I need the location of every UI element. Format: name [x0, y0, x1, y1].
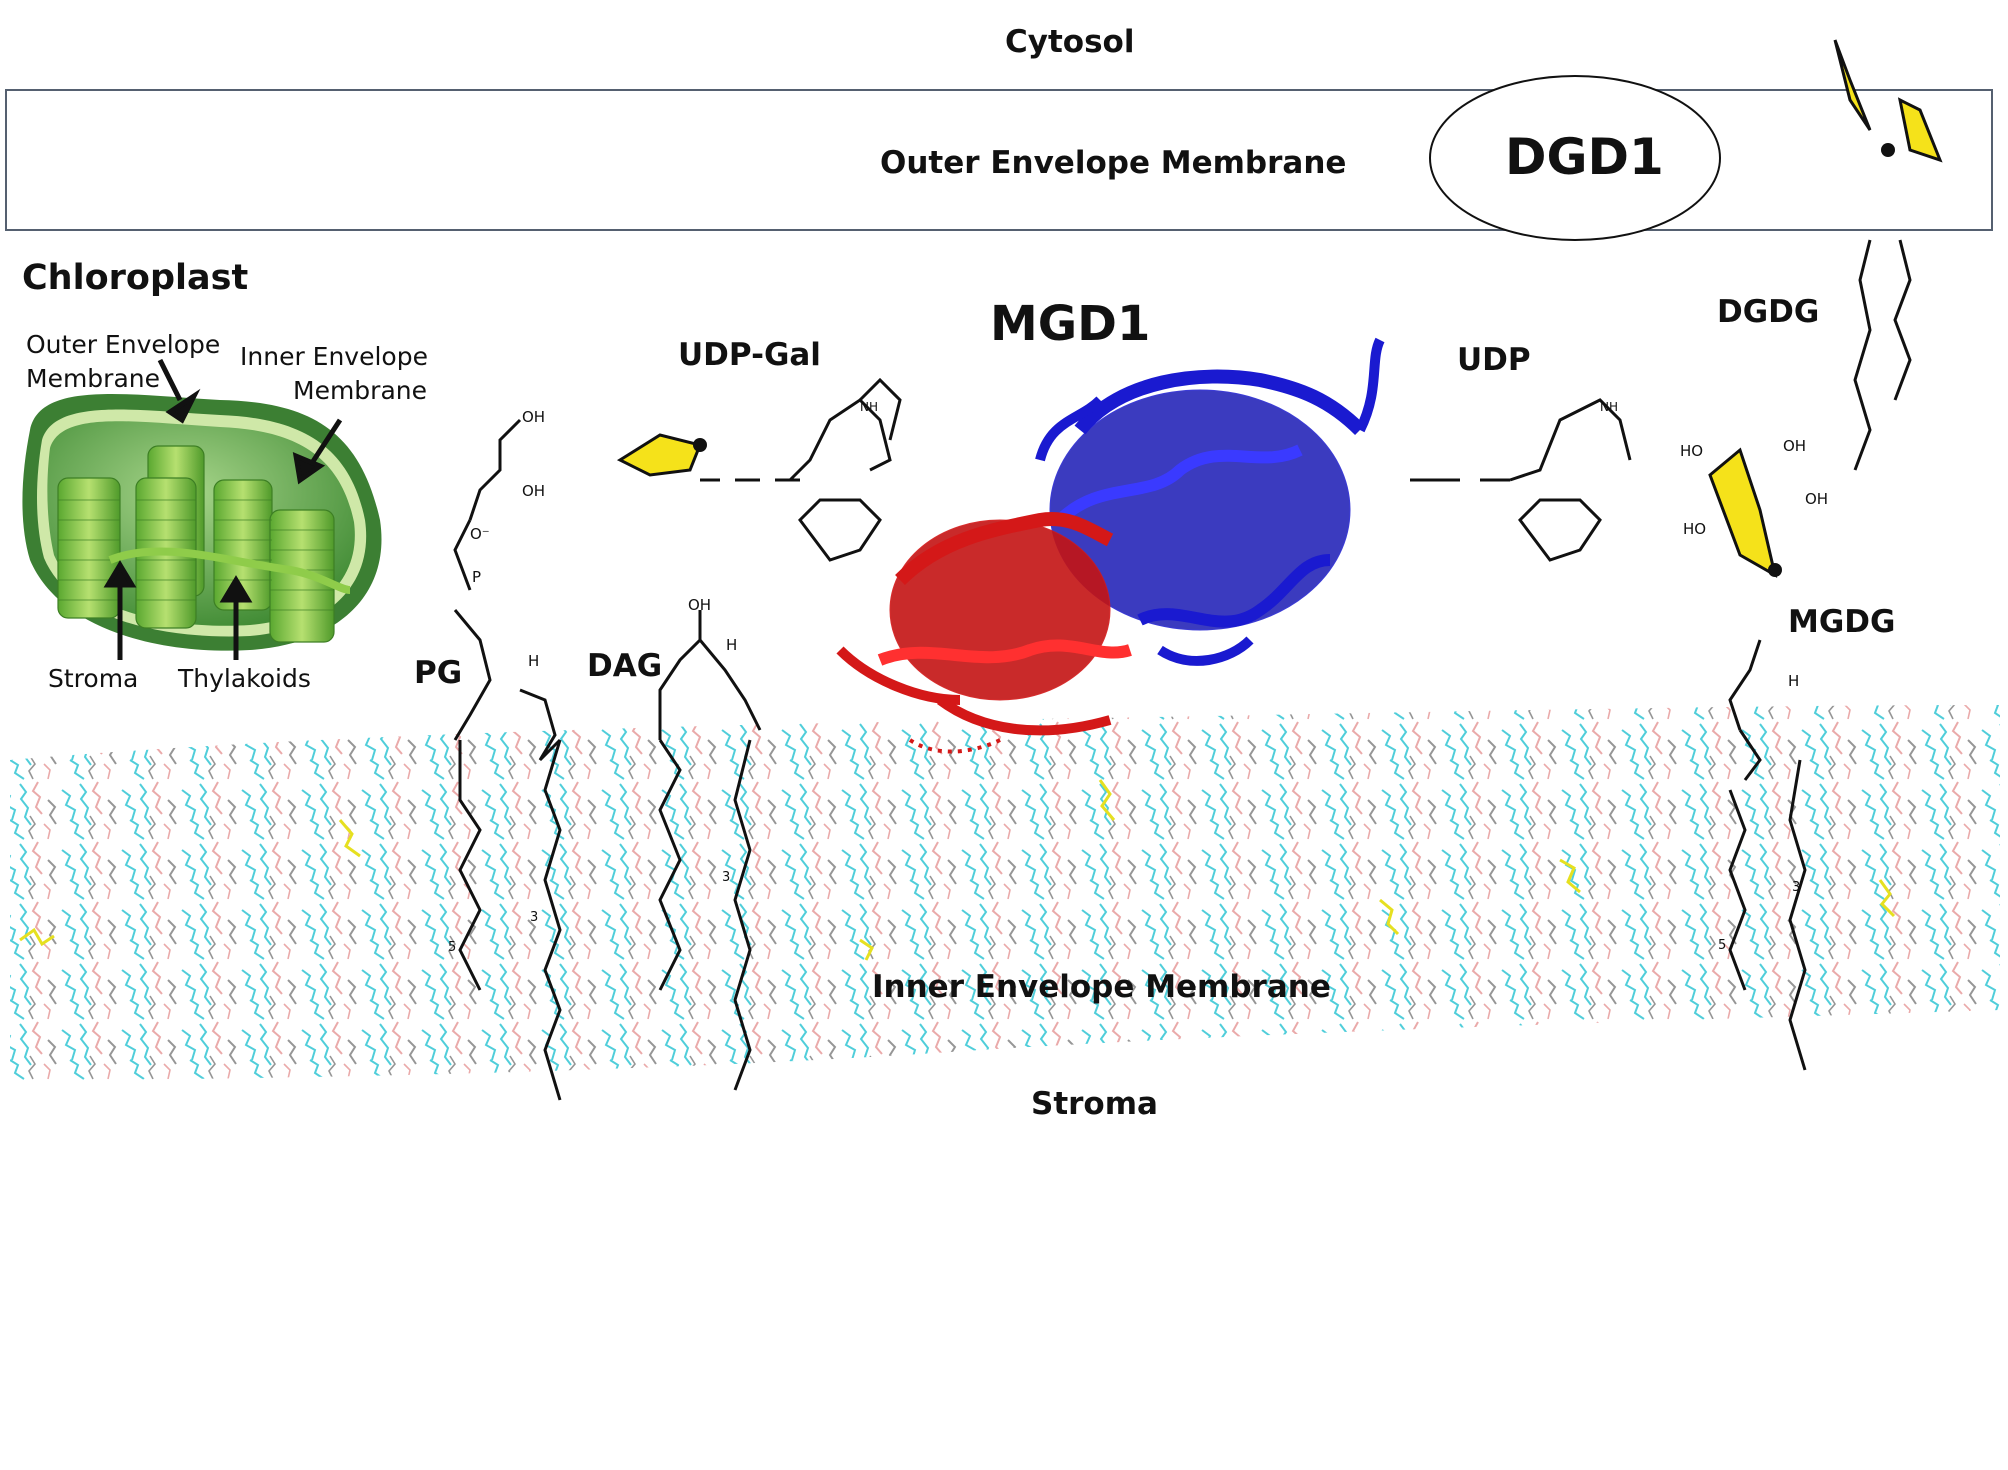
chloroplast-title: Chloroplast	[22, 258, 249, 298]
stroma-small-label: Stroma	[48, 664, 139, 693]
mgd1-label: MGD1	[990, 296, 1151, 352]
pg-oh-2: OH	[522, 482, 546, 500]
pg-p: P	[472, 568, 482, 586]
dag-num-3: 3	[722, 870, 731, 885]
pg-oh-1: OH	[522, 408, 546, 426]
stroma-label: Stroma	[1031, 1086, 1158, 1122]
dgd1-ellipse	[1429, 75, 1721, 241]
dag-oh: OH	[688, 596, 712, 614]
outer-envelope-label-line1: Outer Envelope	[26, 330, 221, 359]
dgdg-label: DGDG	[1717, 294, 1820, 330]
dag-h: H	[726, 636, 738, 654]
outer-envelope-membrane-label: Outer Envelope Membrane	[880, 145, 1347, 181]
dag-label: DAG	[587, 648, 663, 684]
mgdg-h: H	[1788, 672, 1800, 690]
galactose-dots	[693, 143, 1895, 577]
mgdg-num-5: 5	[1718, 938, 1727, 953]
mgdg-ho-1: HO	[1680, 442, 1704, 460]
pg-o-minus: O⁻	[470, 525, 490, 543]
pg-h: H	[528, 652, 540, 670]
inner-envelope-label-line1: Inner Envelope	[240, 342, 428, 371]
dgd1-label: DGD1	[1505, 128, 1664, 186]
mgdg-oh-1: OH	[1783, 437, 1807, 455]
udp-gal-nh: NH	[860, 400, 878, 414]
mgdg-num-3: 3	[1792, 880, 1801, 895]
inner-envelope-membrane-label: Inner Envelope Membrane	[872, 969, 1331, 1005]
mgd1-n-domain	[836, 512, 1132, 754]
udp-gal-label: UDP-Gal	[678, 337, 821, 373]
udp-label: UDP	[1457, 342, 1531, 378]
inner-envelope-label-line2: Membrane	[293, 376, 427, 405]
inner-envelope-bilayer	[10, 705, 2000, 1080]
outer-envelope-label-line2: Membrane	[26, 364, 160, 393]
cytosol-label: Cytosol	[1005, 24, 1135, 60]
chloroplast-arrows	[103, 358, 343, 660]
thylakoids-label: Thylakoids	[178, 664, 311, 693]
chloroplast-illustration	[22, 393, 382, 651]
pg-label: PG	[414, 655, 463, 691]
mgdg-ho-2: HO	[1683, 520, 1707, 538]
mgdg-oh-2: OH	[1805, 490, 1829, 508]
pg-num-5: 5	[448, 940, 457, 955]
chemical-structures	[453, 239, 1912, 1101]
udp-nh: NH	[1600, 400, 1618, 414]
mgd1-c-domain	[1035, 337, 1385, 666]
galactose-rings	[616, 39, 1943, 579]
pg-num-3: 3	[530, 910, 539, 925]
mgdg-label: MGDG	[1788, 604, 1896, 640]
